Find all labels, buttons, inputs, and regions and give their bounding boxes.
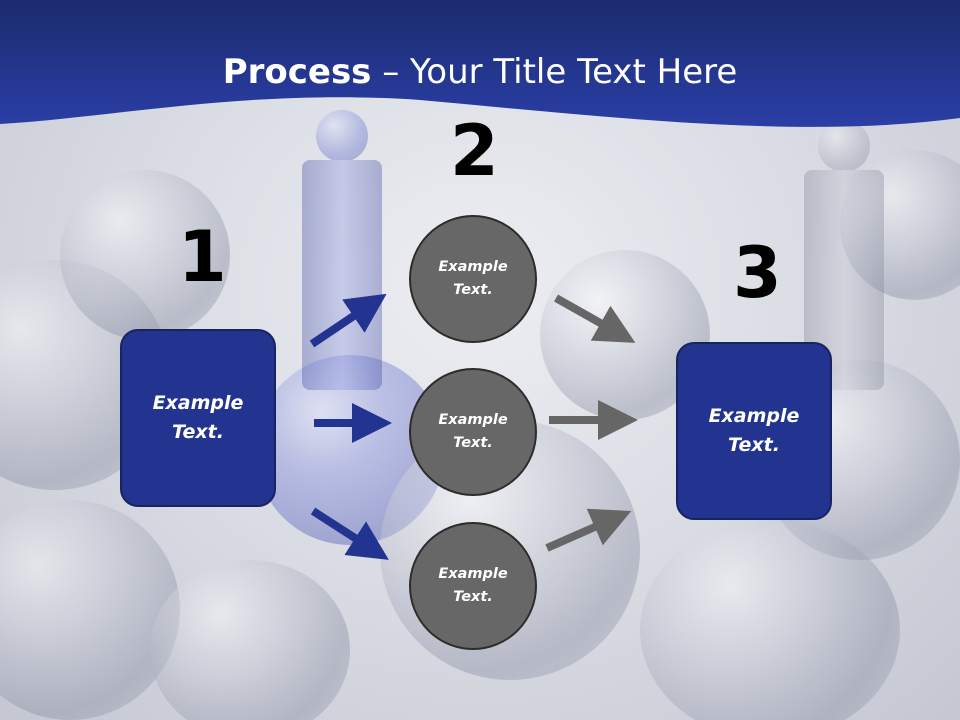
background-sphere <box>0 500 180 720</box>
background-sphere <box>150 560 350 720</box>
arrow-gray-up <box>545 508 632 552</box>
background-sphere <box>60 170 230 340</box>
arrow-gray-down <box>554 294 636 343</box>
title-bold: Process <box>222 52 372 92</box>
arrow-blue-up <box>309 293 387 348</box>
step-number-1: 1 <box>178 216 227 298</box>
step-2-circle-middle: Example Text. <box>409 368 537 496</box>
arrow-blue-down <box>310 507 389 560</box>
background-figure-blue <box>298 110 388 390</box>
page-title: Process – Your Title Text Here <box>0 52 960 92</box>
background-sphere <box>640 520 900 720</box>
background-sphere <box>840 150 960 300</box>
step-number-3: 3 <box>733 232 782 314</box>
step-3-box-text: Example Text. <box>708 405 800 456</box>
circle-text: Example Text. <box>438 259 508 298</box>
header-banner <box>0 0 960 127</box>
step-3-box: Example Text. <box>676 342 832 520</box>
circle-text: Example Text. <box>438 566 508 605</box>
step-2-circle-bottom: Example Text. <box>409 522 537 650</box>
step-1-box: Example Text. <box>120 329 276 507</box>
title-rest: – Your Title Text Here <box>371 52 738 92</box>
step-1-box-text: Example Text. <box>152 392 244 443</box>
circle-text: Example Text. <box>438 412 508 451</box>
step-number-2: 2 <box>450 110 499 192</box>
step-2-circle-top: Example Text. <box>409 215 537 343</box>
